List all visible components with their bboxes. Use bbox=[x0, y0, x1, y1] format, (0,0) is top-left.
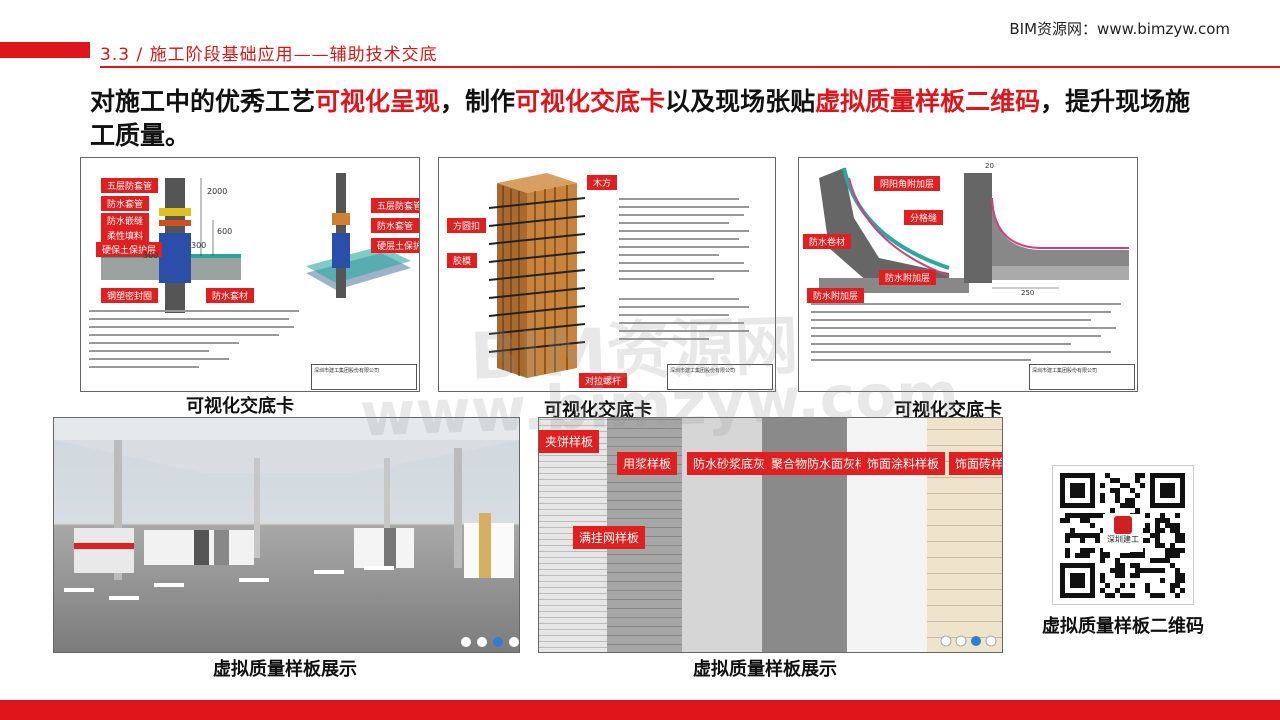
column-formwork-drawing bbox=[488, 173, 749, 378]
caption-card3: 可视化交底卡 bbox=[894, 400, 1002, 421]
card2-tag: 对拉螺杆 bbox=[579, 373, 628, 388]
section-marker-bar bbox=[0, 42, 90, 58]
sample-label: 饰面涂料样板 bbox=[861, 452, 946, 475]
viewer-controls[interactable] bbox=[939, 634, 999, 648]
caption-qr: 虚拟质量样板二维码 bbox=[1042, 616, 1204, 637]
card1-dim: 600 bbox=[217, 227, 233, 236]
sample-label: 聚合物防水面灰样板 bbox=[765, 452, 886, 475]
card1-company: 深圳市建工集团股份有限公司 bbox=[314, 368, 380, 374]
sample-label: 夹饼样板 bbox=[539, 430, 600, 453]
card1-tag: 硬层土保护层 bbox=[371, 238, 419, 253]
card1-tag: 防水套管 bbox=[101, 196, 150, 211]
headline-highlight-2: 可视化交底卡 bbox=[515, 87, 666, 116]
disclosure-card-waterproofing: 阴阳角附加层 分格缝 防水卷材 防水附加层 防水附加层 20 250 深圳市建工… bbox=[798, 157, 1138, 392]
qr-center-logo: 深圳建工 bbox=[1103, 514, 1143, 552]
card1-notes-block bbox=[89, 310, 299, 368]
waterproofing-drawing bbox=[811, 167, 1129, 361]
headline-part-3: 以及现场张贴 bbox=[665, 87, 816, 116]
card1-tag: 硬保土保护层 bbox=[96, 242, 163, 257]
qr-code[interactable]: 深圳建工 bbox=[1052, 465, 1194, 605]
caption-virtual1: 虚拟质量样板展示 bbox=[213, 659, 357, 680]
pipe-sleeve-drawing bbox=[101, 173, 411, 313]
card3-tag: 阴阳角附加层 bbox=[874, 176, 941, 191]
card2-title-block: 深圳市建工集团股份有限公司 bbox=[667, 364, 773, 390]
disclosure-card-pipe-sleeve: 五层防套管 防水套管 防水嵌缝 柔性填料 硬保土保护层 钢塑密封圈 防水套材 五… bbox=[80, 157, 420, 392]
footer-bar bbox=[0, 700, 1280, 720]
card1-tag: 防水套材 bbox=[206, 288, 255, 303]
headline-highlight-1: 可视化呈现 bbox=[315, 87, 441, 116]
sample-label: 饰面砖样板 bbox=[949, 452, 1002, 475]
card3-dim: 250 bbox=[1021, 289, 1035, 297]
qr-logo-text: 深圳建工 bbox=[1107, 535, 1139, 544]
source-label: BIM资源网：www.bimzyw.com bbox=[1009, 20, 1230, 38]
headline-highlight-3: 虚拟质量样板二维码 bbox=[815, 87, 1041, 116]
virtual-showroom-view[interactable] bbox=[53, 417, 520, 653]
card1-title-block: 深圳市建工集团股份有限公司 bbox=[311, 364, 417, 390]
showroom-scene bbox=[54, 418, 519, 647]
card1-tag: 五层防套管 bbox=[371, 198, 419, 213]
headline-part-2: ，制作 bbox=[440, 87, 516, 116]
card3-tag: 防水卷材 bbox=[803, 234, 852, 249]
sample-label: 用浆样板 bbox=[617, 452, 678, 475]
headline: 对施工中的优秀工艺可视化呈现，制作可视化交底卡以及现场张贴虚拟质量样板二维码，提… bbox=[90, 85, 1200, 153]
card3-dim: 20 bbox=[985, 162, 994, 170]
card3-company: 深圳市建工集团股份有限公司 bbox=[1032, 368, 1098, 374]
card1-dim: 300 bbox=[191, 241, 207, 250]
card2-tag: 木方 bbox=[587, 175, 618, 190]
card3-tag: 分格缝 bbox=[904, 210, 944, 225]
disclosure-card-column-formwork: 木方 方圆扣 胶模 对拉螺杆 深圳市建工集团股份有限公司 bbox=[438, 157, 776, 392]
section-number: 3.3 / bbox=[100, 45, 144, 65]
sample-label: 满挂网样板 bbox=[573, 526, 646, 549]
card2-tag: 胶模 bbox=[447, 253, 478, 268]
headline-part-4: ，提升现场施工质量。 bbox=[90, 87, 1191, 150]
card1-dim: 300 bbox=[143, 251, 159, 260]
card3-title-block: 深圳市建工集团股份有限公司 bbox=[1029, 364, 1135, 390]
caption-card1: 可视化交底卡 bbox=[186, 396, 294, 417]
card3-tag: 防水附加层 bbox=[879, 270, 937, 285]
caption-virtual2: 虚拟质量样板展示 bbox=[693, 659, 837, 680]
card1-tag: 防水嵌缝 bbox=[101, 213, 150, 228]
card1-tag: 五层防套管 bbox=[101, 178, 159, 193]
sample-panel-wall-view[interactable]: 夹饼样板 用浆样板 防水砂浆底灰样板 聚合物防水面灰样板 饰面涂料样板 饰面砖样… bbox=[538, 417, 1003, 653]
card1-dim: 2000 bbox=[207, 187, 228, 196]
headline-part-1: 对施工中的优秀工艺 bbox=[90, 87, 316, 116]
section-divider bbox=[100, 66, 1280, 68]
card3-tag: 防水附加层 bbox=[807, 288, 865, 303]
card2-tag: 方圆扣 bbox=[447, 218, 487, 233]
section-title: 3.3 / 施工阶段基础应用——辅助技术交底 bbox=[100, 40, 438, 65]
card2-company: 深圳市建工集团股份有限公司 bbox=[670, 368, 736, 374]
caption-card2: 可视化交底卡 bbox=[544, 400, 652, 421]
card1-tag: 钢塑密封圈 bbox=[101, 288, 159, 303]
card1-tag: 柔性填料 bbox=[101, 228, 150, 243]
section-title-text: 施工阶段基础应用——辅助技术交底 bbox=[149, 45, 438, 65]
card1-tag: 防水套管 bbox=[371, 218, 419, 233]
